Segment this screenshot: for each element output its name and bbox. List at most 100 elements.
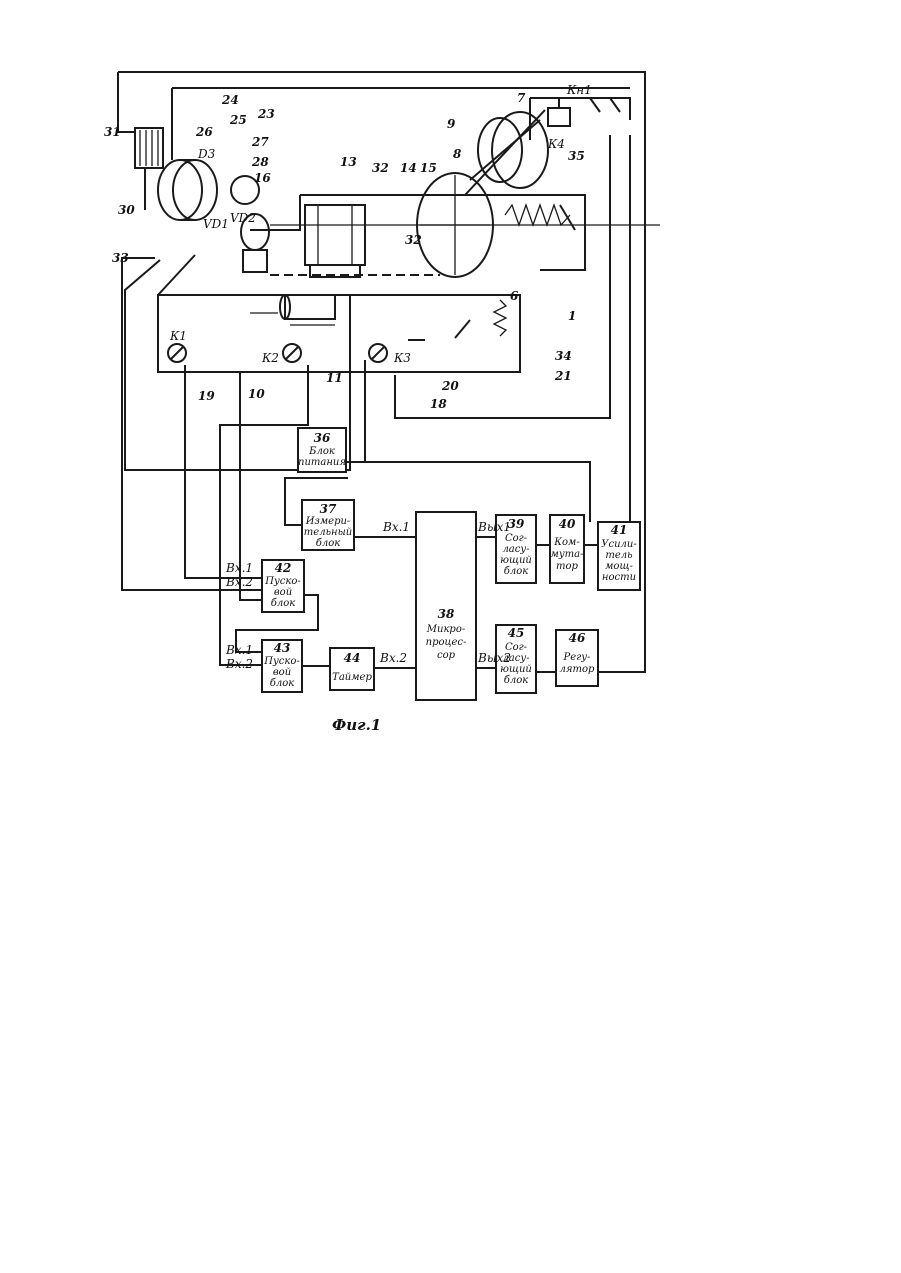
drum-26 bbox=[158, 160, 217, 220]
svg-text:6: 6 bbox=[510, 289, 519, 303]
svg-text:Кн1: Кн1 bbox=[566, 83, 592, 97]
port-vx1-42: Вх.1 bbox=[225, 561, 253, 575]
svg-text:К3: К3 bbox=[393, 351, 411, 365]
svg-text:Блок: Блок bbox=[308, 446, 335, 457]
svg-text:Пуско-: Пуско- bbox=[263, 656, 300, 667]
svg-text:8: 8 bbox=[453, 147, 462, 161]
block-37: 37 Измери- тельный блок bbox=[302, 500, 354, 550]
block-41: 41 Усили- тель мощ- ности bbox=[598, 522, 640, 590]
svg-text:13: 13 bbox=[340, 155, 357, 169]
svg-text:41: 41 bbox=[611, 523, 628, 537]
svg-text:26: 26 bbox=[195, 125, 213, 139]
svg-text:25: 25 bbox=[229, 113, 247, 127]
svg-text:23: 23 bbox=[257, 107, 275, 121]
svg-text:К1: К1 bbox=[169, 329, 187, 343]
block-43: 43 Пуско- вой блок bbox=[262, 640, 302, 692]
svg-text:VD1: VD1 bbox=[203, 217, 229, 231]
svg-text:процес-: процес- bbox=[426, 637, 467, 648]
svg-text:44: 44 bbox=[344, 651, 361, 665]
svg-text:VD2: VD2 bbox=[230, 211, 256, 225]
svg-text:Ком-: Ком- bbox=[553, 537, 580, 548]
svg-text:лятор: лятор bbox=[560, 664, 595, 675]
svg-text:D3: D3 bbox=[197, 147, 216, 161]
svg-text:16: 16 bbox=[254, 171, 271, 185]
port-vx1-43: Вх.1 bbox=[225, 643, 253, 657]
svg-text:45: 45 bbox=[508, 626, 525, 640]
svg-text:35: 35 bbox=[568, 149, 585, 163]
block-36: 36 Блок питания bbox=[298, 428, 346, 472]
svg-text:20: 20 bbox=[441, 379, 459, 393]
svg-text:9: 9 bbox=[447, 117, 456, 131]
detector-14 bbox=[250, 295, 335, 325]
block-42: 42 Пуско- вой блок bbox=[262, 560, 304, 612]
svg-text:Усили-: Усили- bbox=[601, 539, 637, 550]
svg-text:сор: сор bbox=[437, 650, 456, 661]
svg-text:31: 31 bbox=[104, 125, 121, 139]
port-vx2-38: Вх.2 bbox=[379, 651, 407, 665]
svg-text:33: 33 bbox=[112, 251, 129, 265]
svg-text:блок: блок bbox=[270, 678, 294, 689]
svg-text:блок: блок bbox=[504, 566, 528, 577]
svg-text:42: 42 bbox=[275, 561, 292, 575]
svg-text:15: 15 bbox=[420, 161, 437, 175]
svg-text:ющий: ющий bbox=[500, 664, 532, 675]
svg-text:тель: тель bbox=[605, 550, 632, 561]
meter-k1 bbox=[168, 344, 186, 362]
vessel-13 bbox=[305, 205, 365, 277]
svg-text:блок: блок bbox=[271, 598, 295, 609]
svg-text:43: 43 bbox=[274, 641, 291, 655]
svg-text:24: 24 bbox=[221, 93, 239, 107]
svg-text:7: 7 bbox=[517, 91, 526, 105]
svg-text:19: 19 bbox=[198, 389, 215, 403]
svg-text:37: 37 bbox=[320, 502, 337, 516]
svg-text:10: 10 bbox=[248, 387, 265, 401]
port-vyx2: Вых2 bbox=[477, 651, 511, 665]
figure-caption: Фиг.1 bbox=[332, 716, 381, 734]
svg-text:28: 28 bbox=[251, 155, 269, 169]
svg-text:27: 27 bbox=[251, 135, 269, 149]
svg-text:34: 34 bbox=[555, 349, 572, 363]
svg-text:К2: К2 bbox=[261, 351, 279, 365]
svg-text:ности: ности bbox=[602, 572, 636, 583]
svg-text:18: 18 bbox=[430, 397, 447, 411]
port-vx1-38: Вх.1 bbox=[382, 520, 410, 534]
meter-k3 bbox=[369, 344, 387, 362]
svg-text:Сог-: Сог- bbox=[505, 533, 528, 544]
svg-text:тельный: тельный bbox=[304, 527, 352, 538]
block-46: 46 Регу- лятор bbox=[556, 630, 598, 686]
svg-text:ласу-: ласу- bbox=[502, 544, 530, 555]
svg-text:11: 11 bbox=[326, 371, 343, 385]
block-40: 40 Ком- мута- тор bbox=[550, 515, 584, 583]
port-vx2-43: Вх.2 bbox=[225, 657, 253, 671]
svg-text:1: 1 bbox=[568, 309, 576, 323]
svg-text:вой: вой bbox=[274, 587, 292, 598]
port-vx2-42: Вх.2 bbox=[225, 575, 253, 589]
svg-text:Таймер: Таймер bbox=[332, 672, 372, 683]
svg-text:тор: тор bbox=[556, 561, 579, 572]
svg-text:14: 14 bbox=[400, 161, 417, 175]
svg-text:21: 21 bbox=[554, 369, 572, 383]
svg-text:блок: блок bbox=[504, 675, 528, 686]
svg-text:Измери-: Измери- bbox=[305, 516, 351, 527]
svg-text:Микро-: Микро- bbox=[426, 624, 466, 635]
svg-text:Пуско-: Пуско- bbox=[264, 576, 301, 587]
svg-text:К4: К4 bbox=[547, 137, 565, 151]
svg-text:мута-: мута- bbox=[551, 549, 585, 560]
block-44: 44 Таймер bbox=[330, 648, 374, 690]
svg-text:36: 36 bbox=[314, 431, 331, 445]
svg-text:питания: питания bbox=[298, 457, 346, 468]
svg-text:38: 38 bbox=[438, 607, 455, 621]
svg-text:блок: блок bbox=[316, 538, 340, 549]
svg-text:вой: вой bbox=[273, 667, 291, 678]
svg-text:Регу-: Регу- bbox=[563, 652, 592, 663]
svg-text:32: 32 bbox=[372, 161, 389, 175]
svg-text:мощ-: мощ- bbox=[605, 561, 633, 572]
svg-text:40: 40 bbox=[559, 517, 576, 531]
svg-text:ющий: ющий bbox=[500, 555, 532, 566]
port-vyx1: Вых1 bbox=[477, 520, 511, 534]
block-38: 38 Микро- процес- сор bbox=[416, 512, 476, 700]
svg-text:32: 32 bbox=[405, 233, 422, 247]
svg-text:30: 30 bbox=[118, 203, 135, 217]
meter-k2 bbox=[283, 344, 301, 362]
